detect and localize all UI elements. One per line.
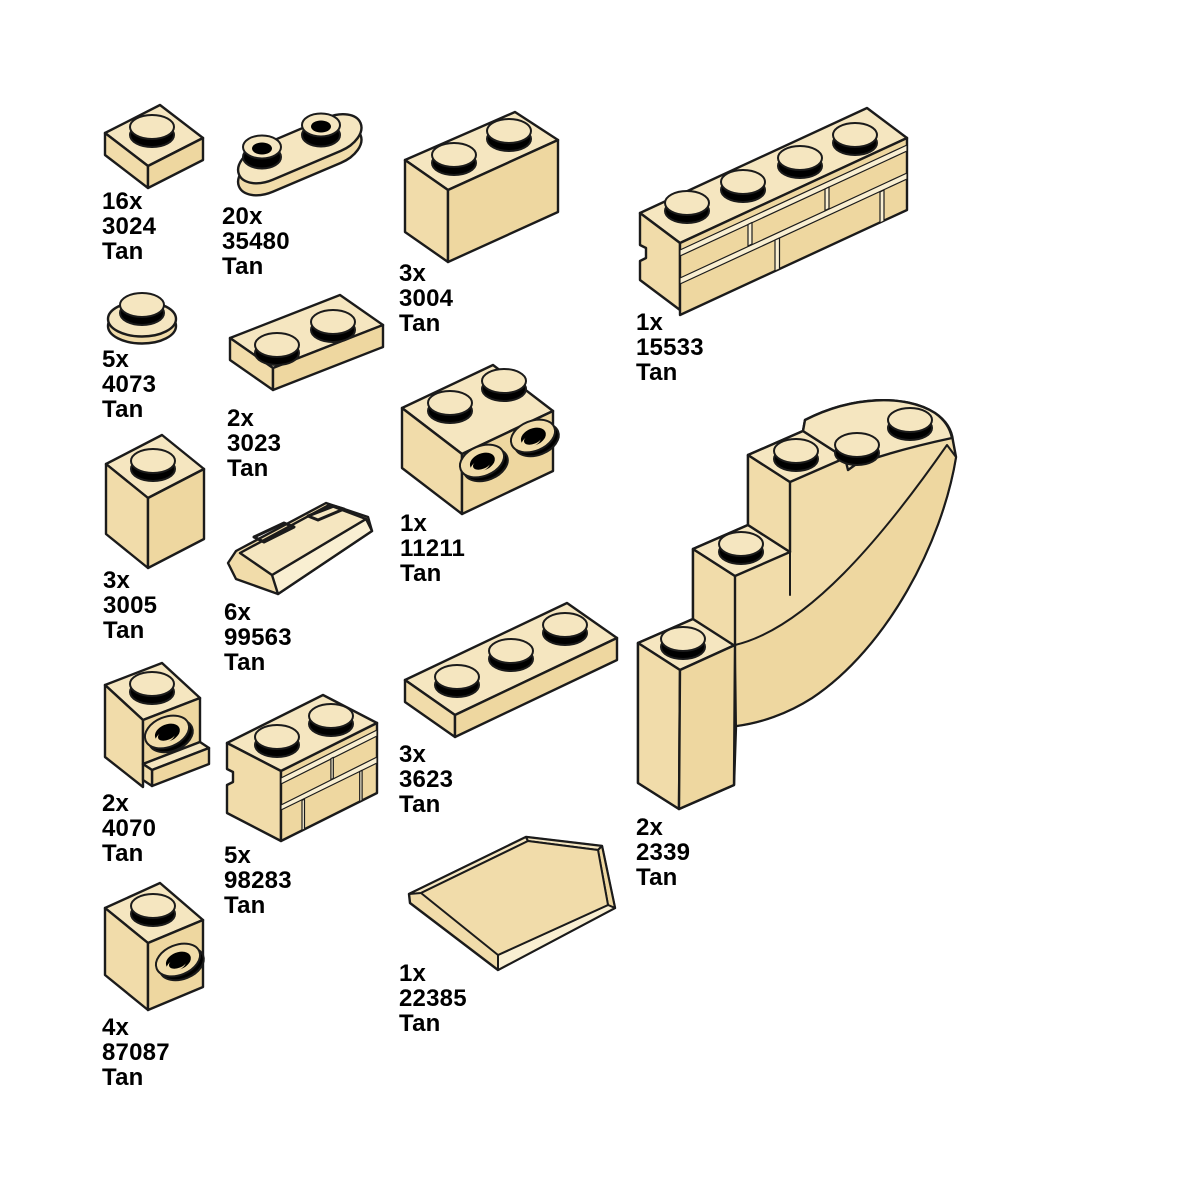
part-qty: 20x [222,203,263,230]
part-color-name: Tan [224,892,266,919]
part-entry-98283 [225,685,387,845]
part-number: 98283 [224,867,292,894]
part-image-87087 [103,881,210,1012]
part-label-87087: 4x 87087 Tan [102,1015,170,1090]
part-qty: 4x [102,1014,130,1041]
part-entry-11211 [398,363,576,518]
part-label-98283: 5x 98283 Tan [224,843,292,918]
part-color-name: Tan [399,791,441,818]
part-entry-35480 [222,100,372,204]
part-color-name: Tan [102,840,144,867]
part-qty: 6x [224,599,252,626]
part-qty: 2x [636,814,664,841]
part-qty: 3x [103,567,131,594]
part-entry-87087 [100,880,225,1015]
part-number: 3623 [399,766,454,793]
part-label-11211: 1x 11211 Tan [400,511,465,586]
part-image-3023 [228,293,385,392]
part-color-name: Tan [399,310,441,337]
part-number: 87087 [102,1039,170,1066]
part-number: 35480 [222,228,290,255]
part-color-name: Tan [103,617,145,644]
part-qty: 5x [102,346,130,373]
part-image-3005 [104,433,206,570]
part-image-4073 [106,292,178,345]
part-number: 99563 [224,624,292,651]
part-entry-3005 [103,428,211,570]
part-entry-22385 [398,828,633,1018]
part-label-3023: 2x 3023 Tan [227,406,281,481]
part-image-22385 [407,835,617,972]
part-image-98283 [225,693,379,843]
part-image-15533 [638,106,909,317]
part-image-4070 [103,661,211,789]
part-color-name: Tan [102,396,144,423]
part-image-3623 [403,601,619,739]
part-qty: 3x [399,260,427,287]
part-label-3004: 3x 3004 Tan [399,261,453,336]
part-label-99563: 6x 99563 Tan [224,600,292,675]
part-qty: 3x [399,741,427,768]
part-qty: 2x [227,405,255,432]
part-entry-99563 [222,495,377,600]
part-label-2339: 2x 2339 Tan [636,815,690,890]
part-number: 3005 [103,592,158,619]
part-entry-3004 [398,100,570,268]
part-image-3004 [403,110,560,264]
part-entry-2339 [627,393,967,818]
part-image-3024 [103,103,205,190]
part-color-name: Tan [400,560,442,587]
part-number: 15533 [636,334,704,361]
part-color-name: Tan [399,1010,441,1037]
part-label-15533: 1x 15533 Tan [636,310,704,385]
part-number: 3004 [399,285,454,312]
part-entry-4070 [100,660,228,792]
part-number: 22385 [399,985,467,1012]
part-entry-3623 [398,600,623,742]
part-color-name: Tan [636,864,678,891]
part-number: 11211 [400,535,466,562]
part-qty: 16x [102,188,143,215]
part-label-22385: 1x 22385 Tan [399,961,467,1036]
part-number: 3023 [227,430,282,457]
part-color-name: Tan [224,649,266,676]
part-entry-3024 [98,98,210,193]
part-qty: 1x [399,960,427,987]
part-label-3623: 3x 3623 Tan [399,742,453,817]
part-label-4070: 2x 4070 Tan [102,791,156,866]
part-number: 4073 [102,371,157,398]
part-color-name: Tan [102,1064,144,1091]
part-color-name: Tan [636,359,678,386]
part-qty: 5x [224,842,252,869]
part-image-11211 [400,363,565,516]
part-label-3024: 16x 3024 Tan [102,189,156,264]
part-image-99563 [226,501,374,596]
part-number: 2339 [636,839,691,866]
part-color-name: Tan [102,238,144,265]
part-label-3005: 3x 3005 Tan [103,568,157,643]
part-label-4073: 5x 4073 Tan [102,347,156,422]
part-qty: 1x [400,510,428,537]
part-entry-3023 [225,293,385,405]
part-qty: 1x [636,309,664,336]
part-color-name: Tan [222,253,264,280]
part-entry-15533 [630,105,915,317]
part-number: 3024 [102,213,157,240]
part-qty: 2x [102,790,130,817]
part-entry-4073 [102,280,192,352]
part-image-35480 [222,112,372,204]
part-label-35480: 20x 35480 Tan [222,204,290,279]
part-color-name: Tan [227,455,269,482]
part-image-2339 [636,399,958,811]
part-number: 4070 [102,815,157,842]
